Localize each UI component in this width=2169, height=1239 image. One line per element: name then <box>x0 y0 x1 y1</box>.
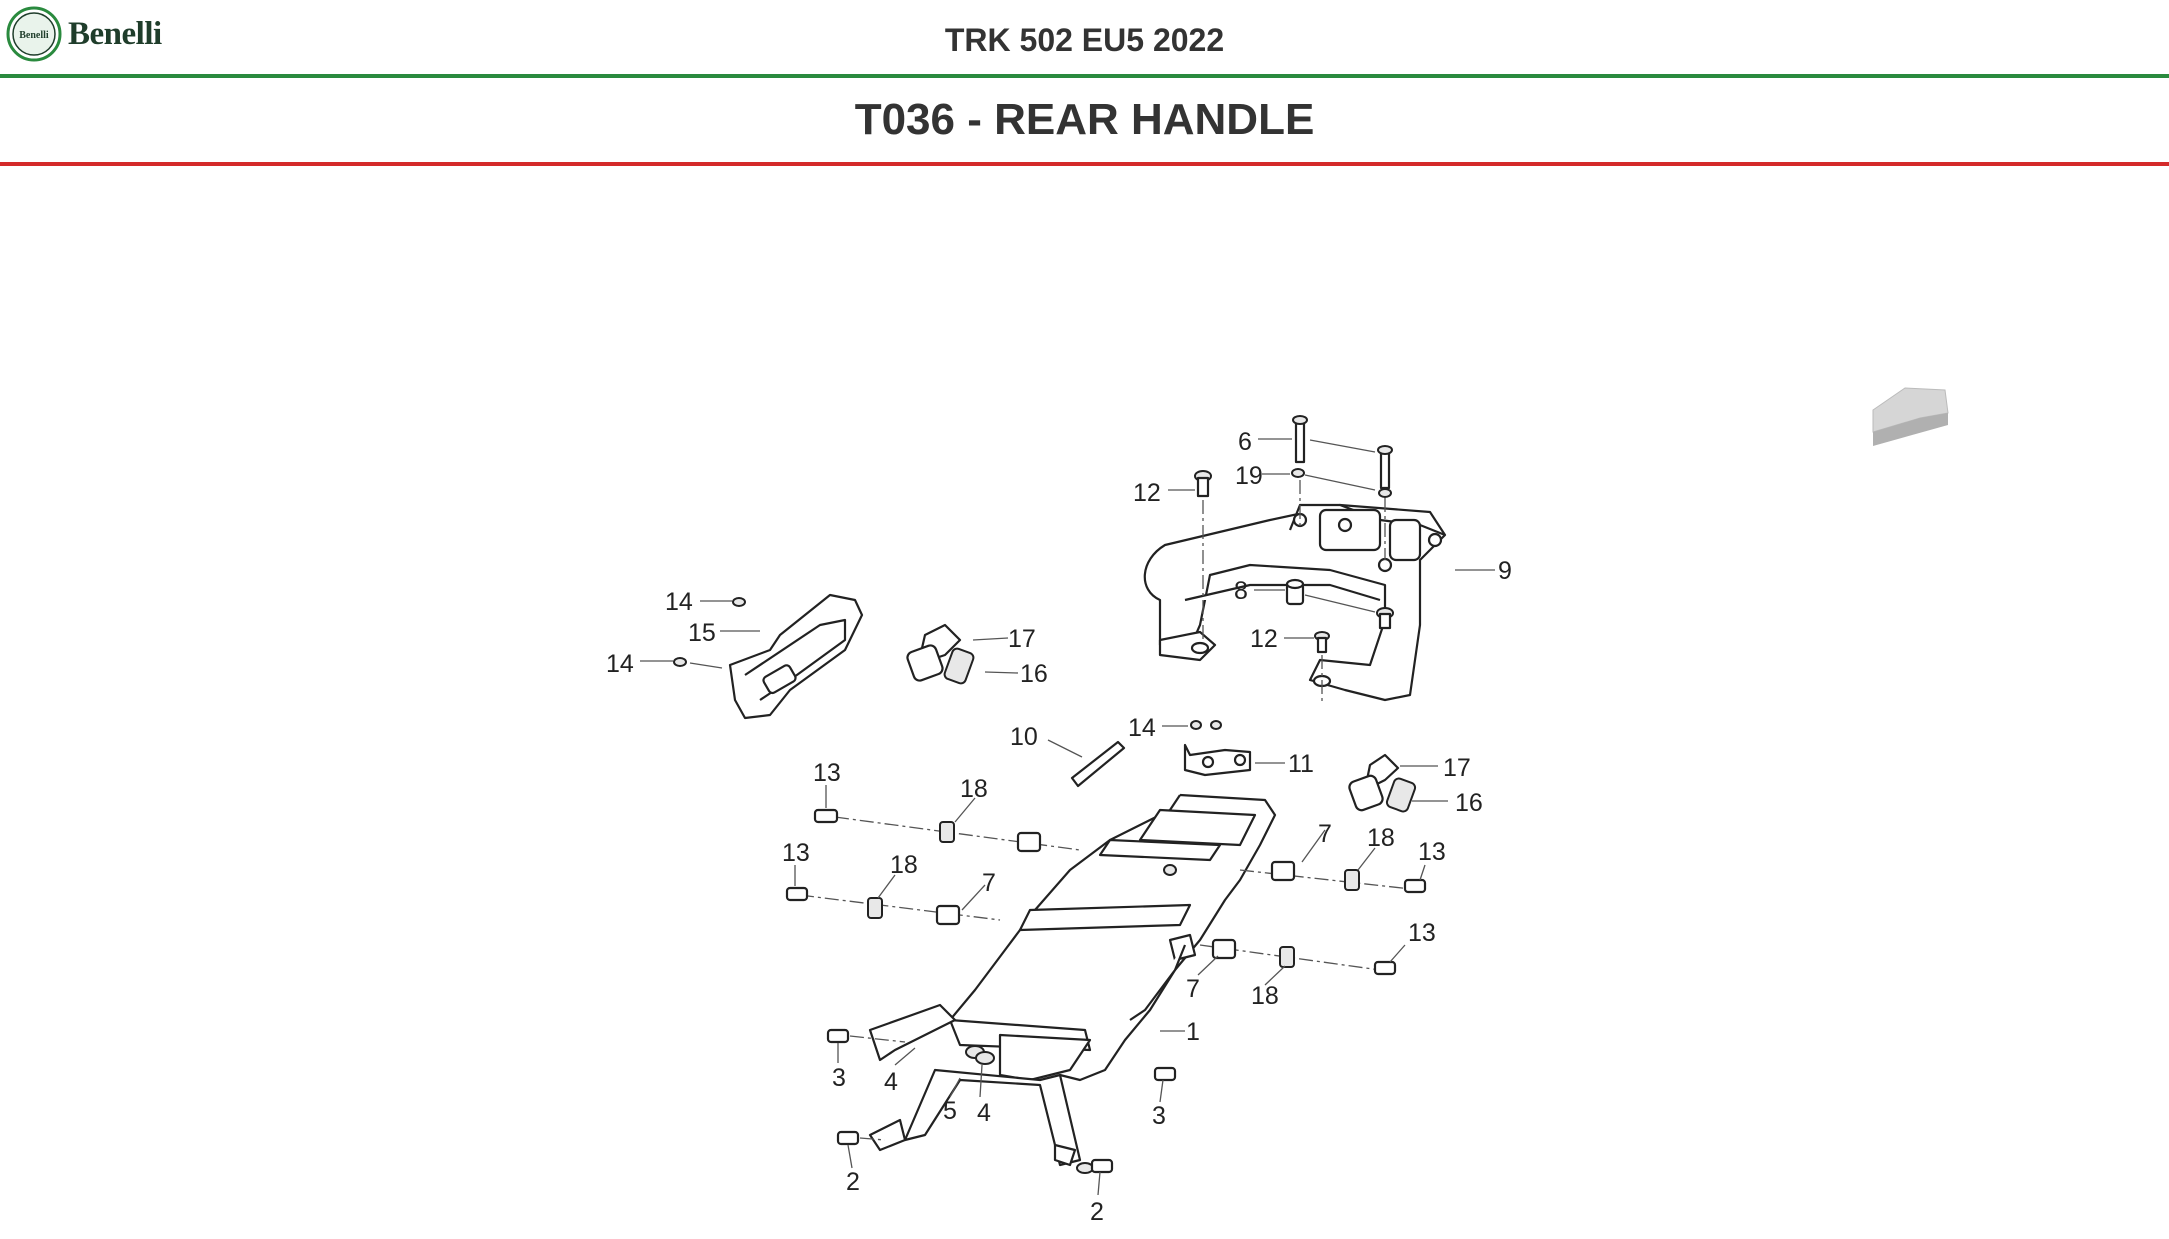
header: Benelli Benelli TRK 502 EU5 2022 <box>0 0 2169 76</box>
bolt-12 <box>1194 470 1394 705</box>
callout-7b: 7 <box>1318 820 1332 848</box>
bolt-6 <box>1291 415 1393 560</box>
callout-3: 3 <box>832 1064 846 1092</box>
red-divider <box>0 162 2169 166</box>
callout-18b: 18 <box>890 851 918 879</box>
callout-13b: 13 <box>782 839 810 867</box>
callout-5: 5 <box>943 1097 957 1125</box>
fasteners-13-18-7 <box>785 808 1427 1174</box>
strip-10 <box>1070 740 1126 788</box>
callout-2b: 2 <box>1090 1198 1104 1226</box>
callout-4b: 4 <box>977 1099 991 1127</box>
callout-17: 17 <box>1008 625 1036 653</box>
callout-16b: 16 <box>1455 789 1483 817</box>
badge-text: Benelli <box>19 30 49 41</box>
callout-9: 9 <box>1498 557 1512 585</box>
page-title: T036 - REAR HANDLE <box>854 95 1315 144</box>
callout-19: 19 <box>1235 462 1263 490</box>
callout-13: 13 <box>813 759 841 787</box>
brand-logo[interactable]: Benelli Benelli <box>6 6 162 62</box>
brand-name: Benelli <box>68 15 162 52</box>
callout-8: 8 <box>1234 577 1248 605</box>
callout-18: 18 <box>960 775 988 803</box>
callout-12: 12 <box>1133 479 1161 507</box>
callout-3b: 3 <box>1152 1102 1166 1130</box>
bracket-11 <box>1183 720 1252 777</box>
callout-6: 6 <box>1238 428 1252 456</box>
callout-2: 2 <box>846 1168 860 1196</box>
callout-4: 4 <box>884 1068 898 1096</box>
callout-14c: 14 <box>1128 714 1156 742</box>
callout-7: 7 <box>982 869 996 897</box>
callout-14b: 14 <box>606 650 634 678</box>
callout-17b: 17 <box>1443 754 1471 782</box>
callout-16: 16 <box>1020 660 1048 688</box>
cover-15 <box>673 593 864 720</box>
3d-arrow-icon[interactable] <box>1872 387 1949 446</box>
benelli-badge-icon: Benelli <box>6 6 62 62</box>
luggage-rack-9 <box>1143 503 1447 702</box>
leader-lines <box>640 438 1495 1196</box>
callout-10: 10 <box>1010 723 1038 751</box>
callout-14: 14 <box>665 588 693 616</box>
green-divider <box>0 74 2169 78</box>
callout-labels: 6 19 12 9 8 12 14 15 14 17 16 10 14 11 1… <box>606 428 1512 1226</box>
callout-15: 15 <box>688 619 716 647</box>
callout-7c: 7 <box>1186 975 1200 1003</box>
callout-18c: 18 <box>1367 824 1395 852</box>
callout-13c: 13 <box>1418 838 1446 866</box>
model-title: TRK 502 EU5 2022 <box>944 22 1225 58</box>
grip-17-16-right <box>1348 753 1417 813</box>
callout-1: 1 <box>1186 1018 1200 1046</box>
subframe-1 <box>868 793 1277 1174</box>
grip-17-16-left <box>906 623 975 685</box>
callout-18d: 18 <box>1251 982 1279 1010</box>
callout-12b: 12 <box>1250 625 1278 653</box>
callout-11: 11 <box>1288 750 1314 778</box>
callout-13d: 13 <box>1408 919 1436 947</box>
